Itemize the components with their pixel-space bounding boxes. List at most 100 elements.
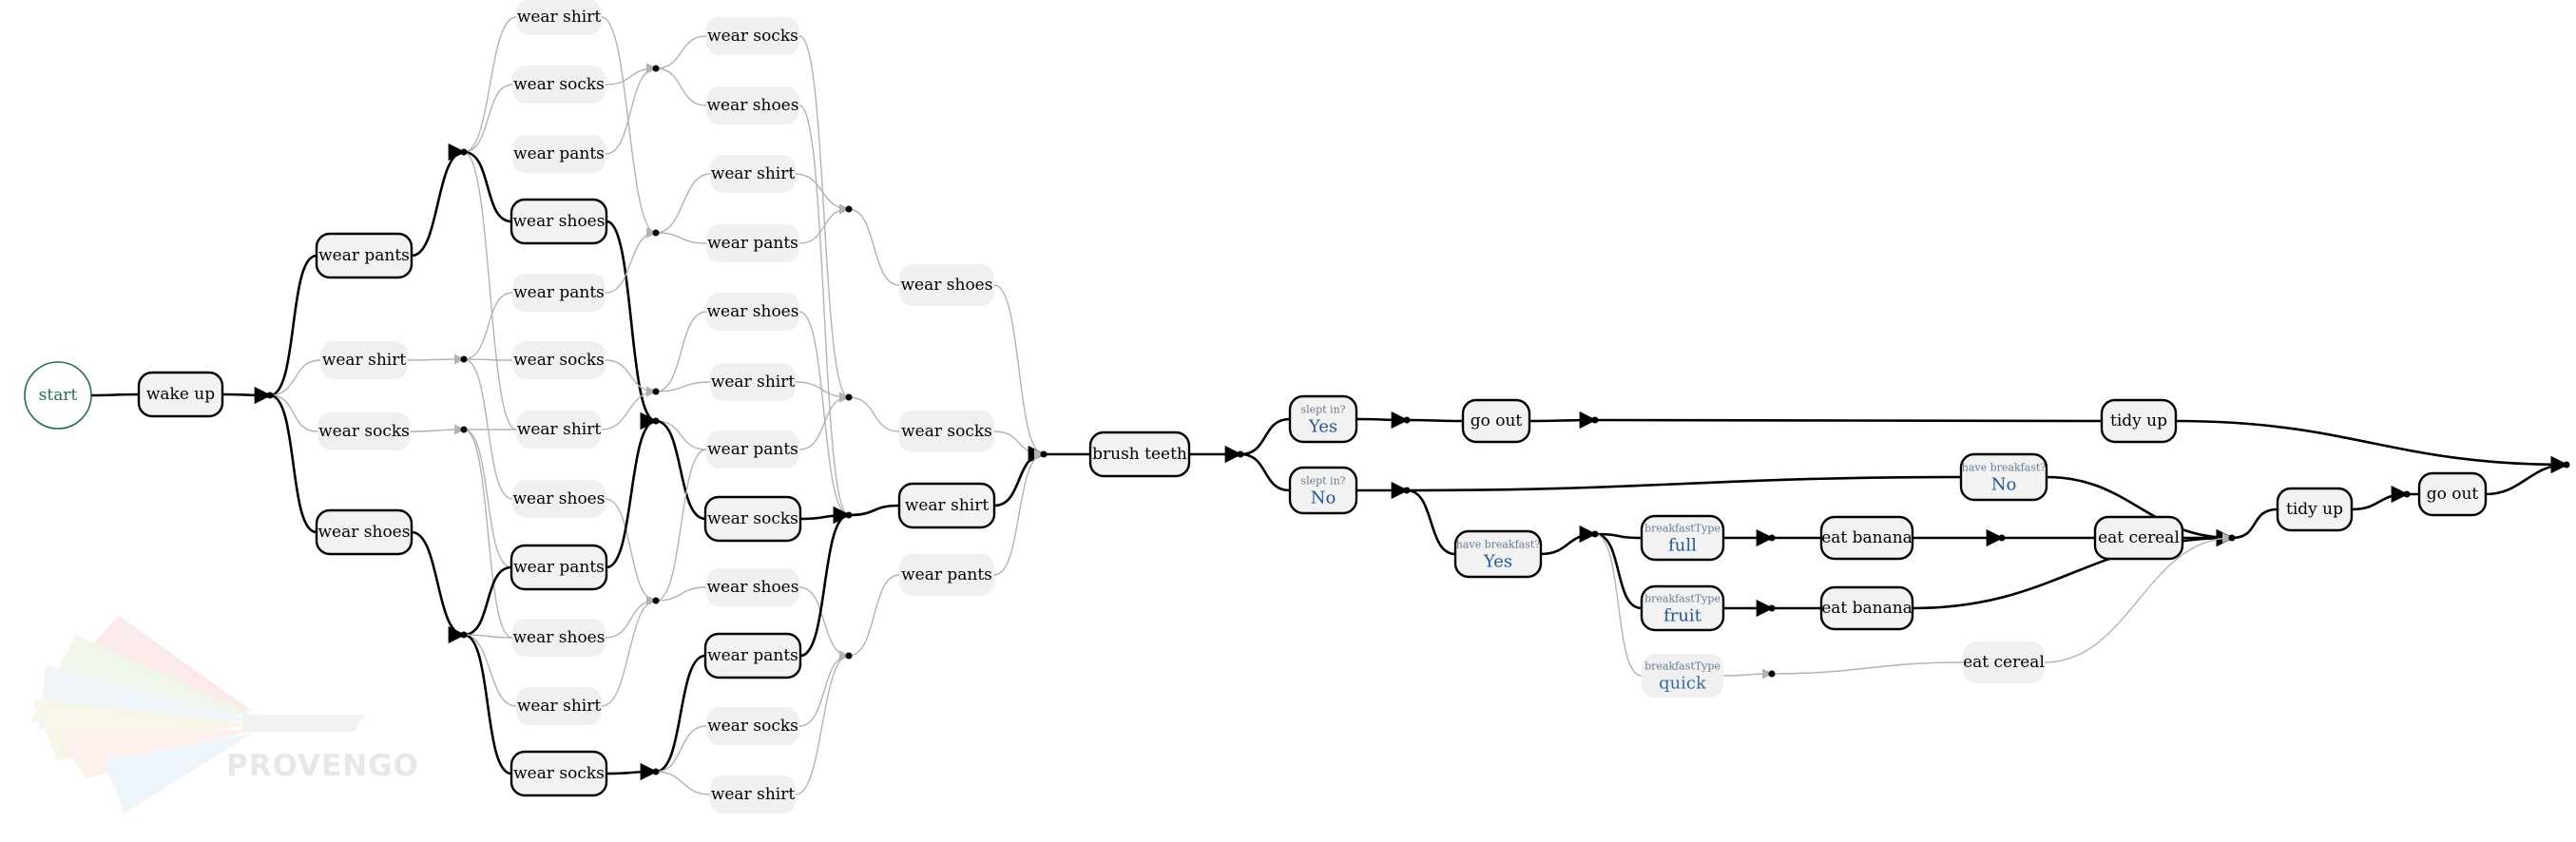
- node-tidy1[interactable]: tidy up: [2100, 398, 2178, 444]
- node-c2_shoes_a[interactable]: wear shoes: [509, 198, 608, 245]
- edge-j16-to-slept_no: [1240, 452, 1291, 492]
- edge-tidy1-to-j27: [2175, 419, 2568, 474]
- junction-dot: [652, 597, 660, 604]
- node-cereal1[interactable]: eat cereal: [2093, 515, 2184, 561]
- node-bf_no[interactable]: have breakfast?No: [1959, 452, 2048, 502]
- edge-j19-to-bf_no: [1406, 475, 1962, 492]
- node-label: wear socks: [707, 717, 798, 736]
- edge-c2_pants_b-to-j6: [605, 227, 658, 294]
- node-box: [706, 224, 799, 262]
- node-c4_shoes[interactable]: wear shoes: [899, 264, 994, 306]
- node-box: [706, 17, 799, 55]
- edge-j13-to-c4_shirt: [848, 504, 900, 517]
- node-c2_shirt_a[interactable]: wear shirt: [516, 0, 602, 35]
- edge-c2_pants_a-to-j5: [605, 63, 658, 155]
- node-wakeup[interactable]: wake up: [137, 371, 224, 418]
- edge-j1-to-c2_shoes_a: [463, 150, 512, 223]
- edge-c2_shoes_b-to-j9: [605, 498, 658, 606]
- edge-c3_pants_b-to-j12: [798, 392, 851, 450]
- node-c2_shoes_c[interactable]: wear shoes: [512, 619, 606, 657]
- node-label: wear shoes: [513, 628, 606, 647]
- edge-c2_shoes_c-to-j9: [605, 595, 658, 639]
- node-banana1[interactable]: eat banana: [1819, 515, 1914, 561]
- node-c3_shirt_b[interactable]: wear shirt: [710, 363, 796, 401]
- node-c2_pants_b[interactable]: wear pants: [512, 274, 606, 312]
- node-label: wear socks: [901, 422, 992, 441]
- node-c2_socks_a[interactable]: wear socks: [512, 66, 606, 104]
- node-c2_socks_c[interactable]: wear socks: [509, 750, 608, 797]
- junction-dot: [652, 417, 660, 425]
- node-tidy2[interactable]: tidy up: [2276, 487, 2354, 532]
- node-label: wear socks: [513, 75, 605, 94]
- junction-dot: [845, 511, 853, 519]
- node-c3_shoes_c[interactable]: wear shoes: [706, 568, 799, 606]
- node-c3_pants_a[interactable]: wear pants: [706, 224, 799, 262]
- node-shirt1[interactable]: wear shirt: [320, 341, 408, 379]
- node-c4_shirt[interactable]: wear shirt: [897, 482, 996, 529]
- node-brush[interactable]: brush teeth: [1088, 431, 1191, 478]
- node-c3_shirt_c[interactable]: wear shirt: [710, 775, 796, 813]
- node-c2_pants_c[interactable]: wear pants: [509, 544, 608, 591]
- node-c2_shirt_b[interactable]: wear shirt: [516, 411, 602, 449]
- node-c3_socks_b[interactable]: wear socks: [703, 495, 802, 543]
- node-c3_socks_c[interactable]: wear socks: [706, 707, 799, 745]
- node-box: [710, 775, 796, 813]
- node-goout1[interactable]: go out: [1461, 398, 1531, 444]
- junction-dot: [2563, 461, 2570, 469]
- edge-j7-to-c3_shirt_b: [655, 381, 711, 392]
- edge-j0-to-shirt1: [269, 359, 321, 396]
- node-c2_shoes_b[interactable]: wear shoes: [512, 480, 606, 518]
- decision-value: fruit: [1663, 606, 1702, 626]
- node-c3_pants_c[interactable]: wear pants: [703, 632, 802, 679]
- node-slept_yes[interactable]: slept in?Yes: [1288, 394, 1358, 444]
- node-label: wear shirt: [905, 496, 990, 515]
- node-c4_socks[interactable]: wear socks: [899, 411, 994, 452]
- junctions: [266, 65, 2570, 775]
- start-node[interactable]: start: [24, 361, 92, 430]
- node-pants1[interactable]: wear pants: [315, 232, 413, 279]
- node-shoes1[interactable]: wear shoes: [315, 508, 413, 556]
- edge-j20-to-bt_quick: [1594, 533, 1643, 677]
- node-label: wear pants: [901, 565, 992, 584]
- node-label: tidy up: [2110, 411, 2167, 431]
- edge-j23-to-cereal2: [1771, 661, 1964, 675]
- junction-dot: [652, 65, 660, 72]
- node-label: wear shoes: [707, 96, 799, 115]
- node-c3_shirt_a[interactable]: wear shirt: [710, 155, 796, 193]
- node-cereal2[interactable]: eat cereal: [1963, 641, 2045, 683]
- node-c2_socks_b[interactable]: wear socks: [512, 341, 606, 379]
- node-socks1[interactable]: wear socks: [317, 412, 411, 450]
- edge-j11-to-c4_shoes: [848, 208, 900, 286]
- node-box: [509, 750, 608, 797]
- node-label: wear shoes: [513, 212, 606, 231]
- decision-question: slept in?: [1300, 404, 1345, 416]
- node-box: [1640, 514, 1725, 562]
- node-box: [1640, 584, 1725, 632]
- edge-j5-to-c3_shoes_a: [655, 67, 707, 106]
- node-c3_shoes_b[interactable]: wear shoes: [706, 293, 799, 331]
- node-slept_no[interactable]: slept in?No: [1288, 466, 1358, 515]
- junction-dot: [1403, 487, 1411, 494]
- node-label: wear shoes: [901, 276, 993, 295]
- junction-dot: [266, 392, 274, 399]
- node-box: [512, 341, 606, 379]
- junction-dot: [460, 148, 468, 156]
- node-c3_socks_a[interactable]: wear socks: [706, 17, 799, 55]
- node-banana2[interactable]: eat banana: [1819, 585, 1914, 631]
- node-c3_shoes_a[interactable]: wear shoes: [706, 86, 799, 124]
- node-c2_shirt_c[interactable]: wear shirt: [516, 687, 602, 725]
- node-goout2[interactable]: go out: [2417, 471, 2488, 517]
- edge-j8-to-c3_socks_b: [655, 419, 706, 521]
- junction-dot: [845, 205, 853, 213]
- node-box: [897, 482, 996, 529]
- node-c2_pants_a[interactable]: wear pants: [512, 135, 606, 173]
- node-c3_pants_b[interactable]: wear pants: [706, 431, 799, 469]
- node-bf_yes[interactable]: have breakfast?Yes: [1453, 529, 1543, 579]
- edge-cereal2-to-j26: [2044, 532, 2234, 663]
- node-box: [703, 632, 802, 679]
- node-c4_pants[interactable]: wear pants: [899, 554, 994, 596]
- node-box: [516, 687, 602, 725]
